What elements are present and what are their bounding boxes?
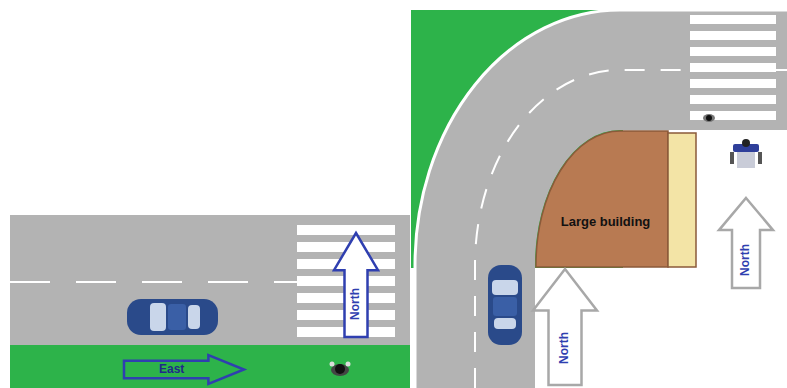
car: [127, 299, 218, 335]
crosswalk: [690, 15, 776, 125]
building-label: Large building: [561, 215, 651, 229]
pedestrian: [703, 114, 715, 122]
building-outline: [535, 130, 697, 268]
arrow-label: North: [558, 332, 571, 364]
curved-road: [415, 10, 787, 388]
direction-arrow: East: [123, 354, 245, 385]
arrow-body: [334, 233, 378, 337]
curb-line: [415, 10, 787, 388]
building: Large building: [535, 130, 697, 268]
building-entrance: [668, 133, 696, 267]
arrow-body: [719, 198, 773, 288]
car: [488, 265, 522, 345]
pedestrian: [330, 362, 351, 377]
direction-arrow: North: [532, 268, 598, 386]
arrow-label: East: [159, 363, 184, 376]
grass-strip: [10, 345, 410, 388]
arrow-label: North: [349, 288, 362, 320]
direction-arrow: North: [718, 197, 774, 289]
wheelchair-user: [730, 139, 762, 168]
arrow-label: North: [739, 244, 752, 276]
arrow-body: [124, 355, 244, 384]
crosswalk: [297, 225, 395, 337]
arrow-outline: [532, 268, 598, 386]
road: [10, 215, 410, 345]
arrow-body: [533, 269, 597, 385]
arrow-outline: [333, 232, 379, 338]
direction-arrow: North: [333, 232, 379, 338]
building-body: [536, 131, 668, 267]
